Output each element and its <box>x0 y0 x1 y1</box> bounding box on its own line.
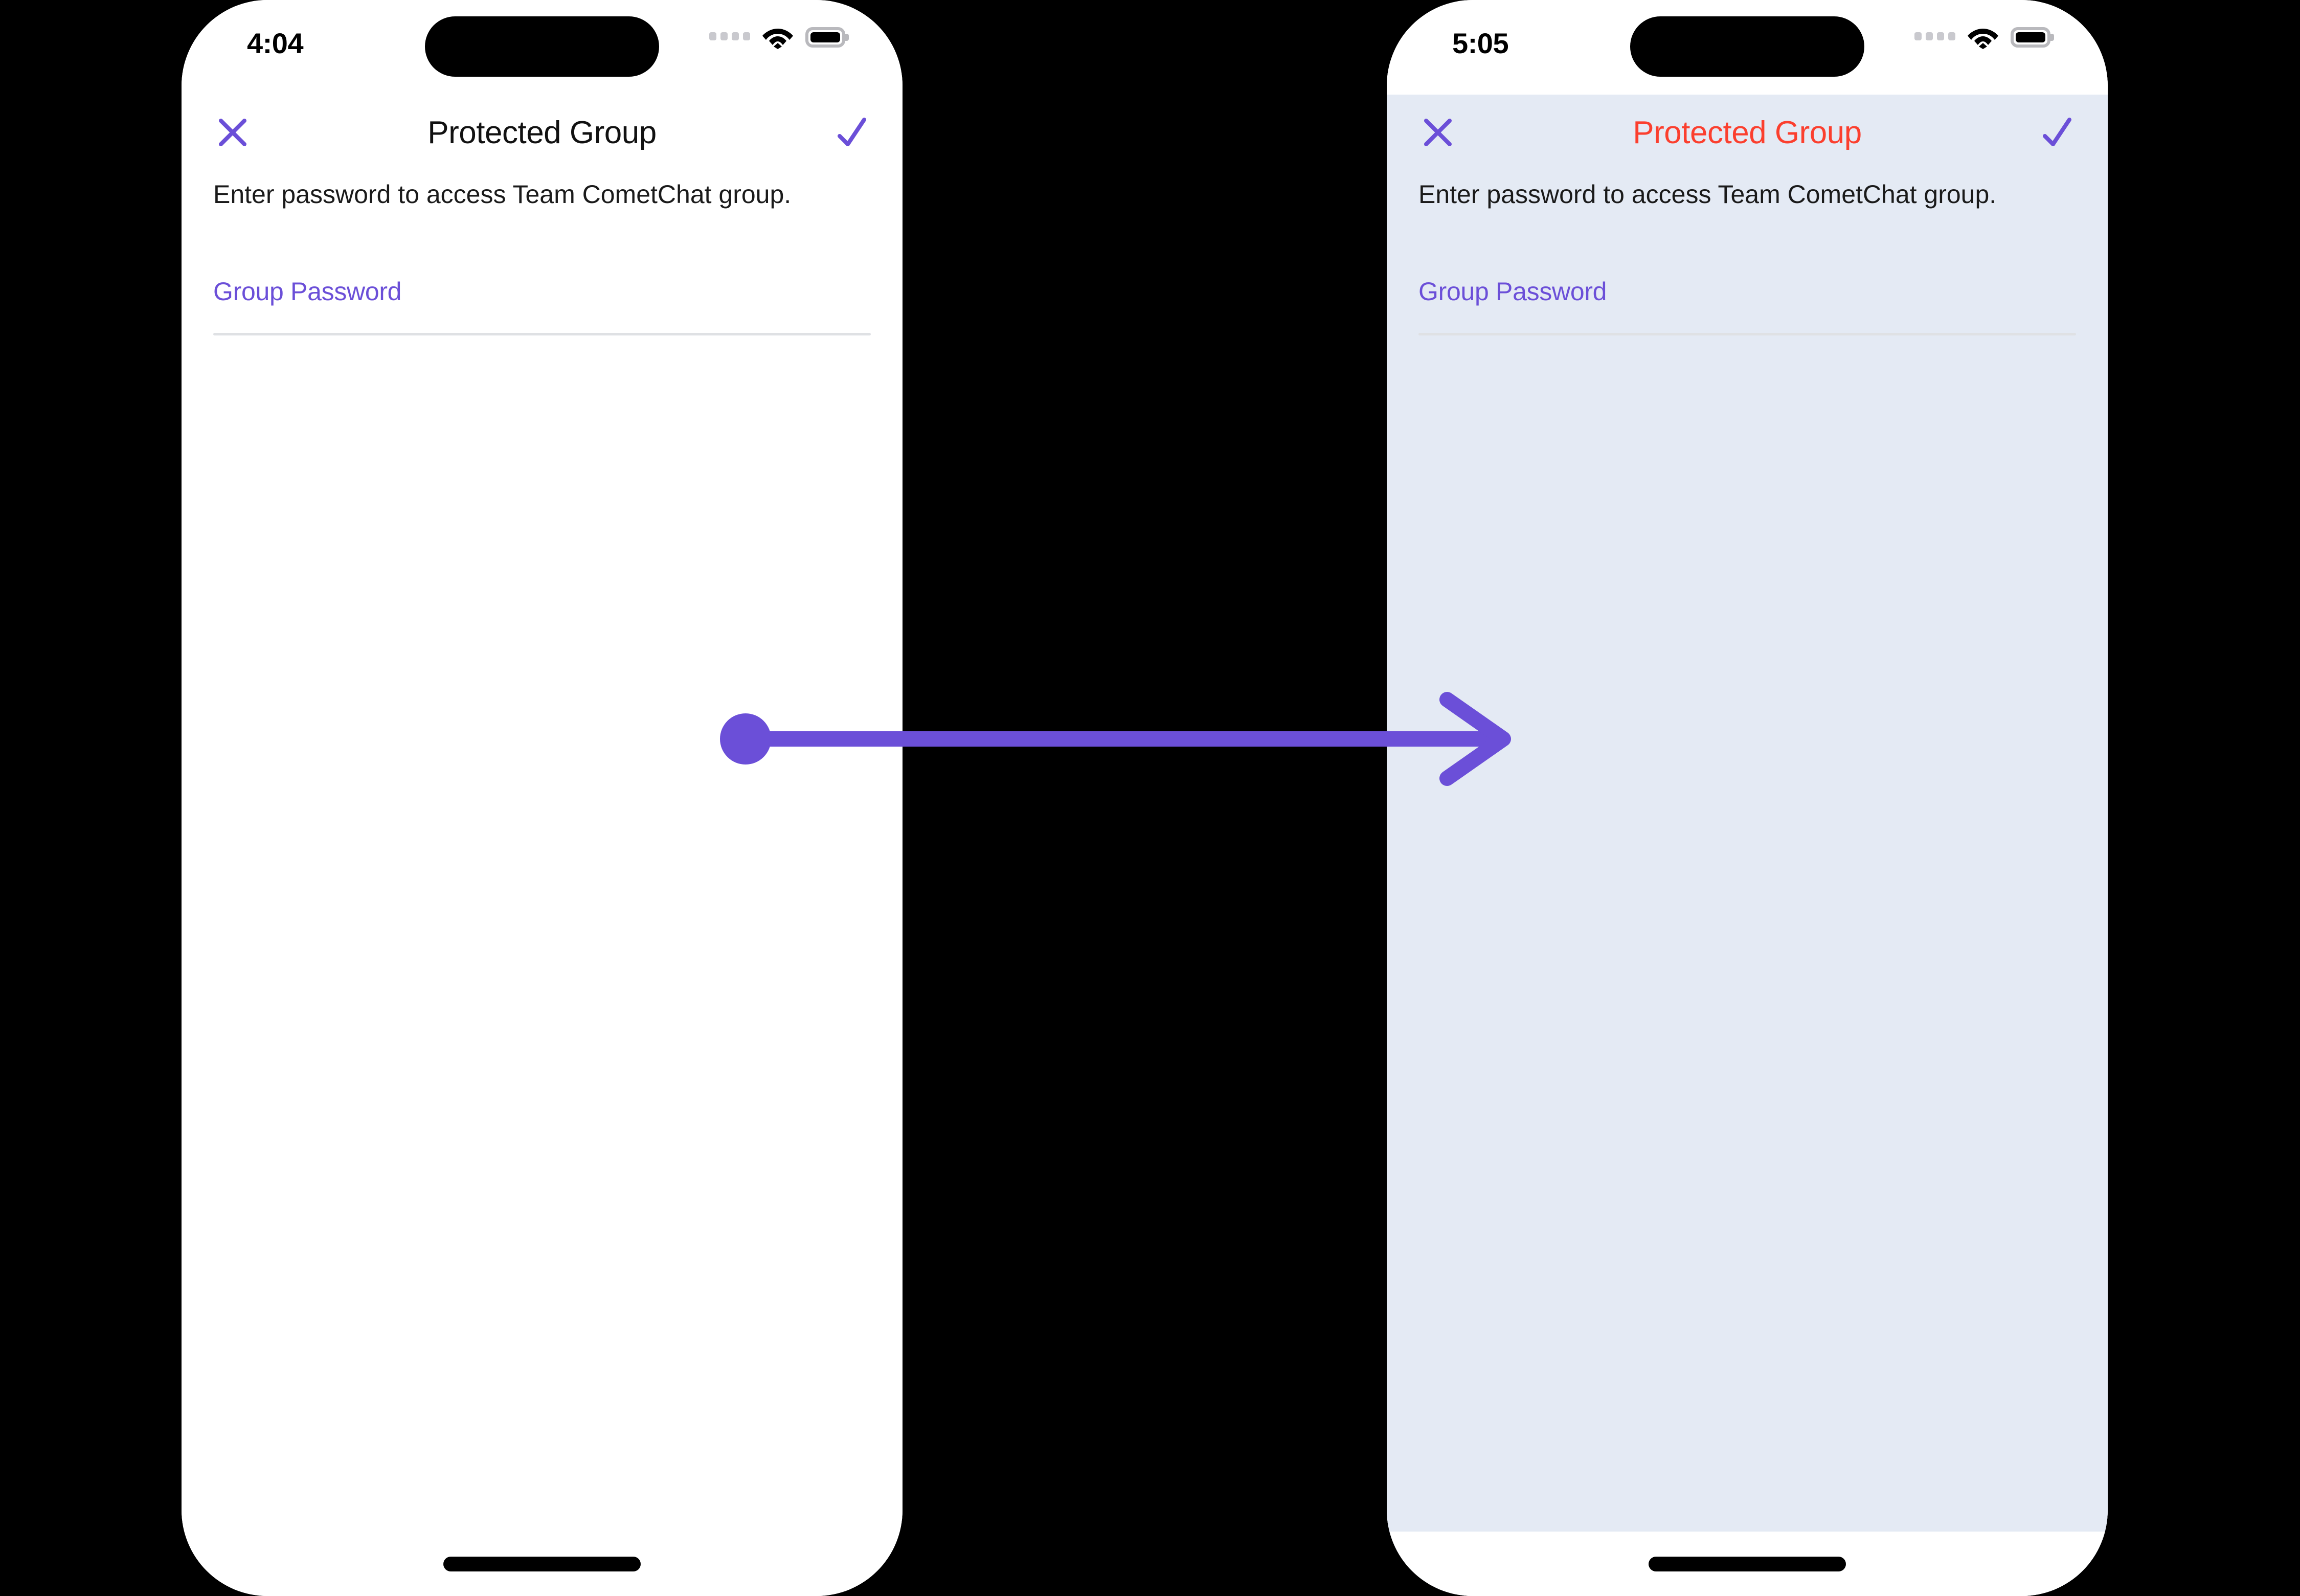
navigation-bar: Protected Group <box>182 95 903 170</box>
status-bar-indicators <box>709 26 845 49</box>
status-bar: 5:05 <box>1387 0 2108 95</box>
page-title: Protected Group <box>427 115 657 150</box>
dynamic-island <box>425 16 659 77</box>
home-indicator[interactable] <box>1649 1557 1846 1571</box>
input-underline <box>1418 333 2076 335</box>
checkmark-icon[interactable] <box>827 108 876 157</box>
instruction-text: Enter password to access Team CometChat … <box>213 180 792 209</box>
status-bar-indicators <box>1914 26 2050 49</box>
wifi-icon <box>762 29 793 49</box>
password-field-group[interactable]: Group Password <box>1387 277 2108 335</box>
battery-full-icon <box>805 27 845 48</box>
content-spacer <box>182 335 903 1596</box>
group-password-input[interactable]: Group Password <box>213 277 402 306</box>
signal-bars-icon <box>1914 32 1955 40</box>
group-password-input[interactable]: Group Password <box>1418 277 1607 306</box>
app-content-before: Protected Group Enter password to access… <box>182 95 903 1596</box>
close-x-icon[interactable] <box>208 108 257 157</box>
app-content-after: Protected Group Enter password to access… <box>1387 95 2108 1596</box>
close-x-icon[interactable] <box>1413 108 1462 157</box>
signal-bars-icon <box>709 32 750 40</box>
input-underline <box>213 333 871 335</box>
screen-after: 5:05 Protected Group <box>1387 0 2108 1596</box>
dynamic-island <box>1630 16 1864 77</box>
status-bar-time: 5:05 <box>1452 27 1509 59</box>
status-bar: 4:04 <box>182 0 903 95</box>
status-bar-time: 4:04 <box>247 27 304 59</box>
phone-mockup-before: 4:04 Protected Group <box>182 0 903 1596</box>
checkmark-icon[interactable] <box>2032 108 2081 157</box>
battery-full-icon <box>2011 27 2050 48</box>
content-spacer <box>1387 335 2108 1532</box>
instruction-text: Enter password to access Team CometChat … <box>1418 180 1997 209</box>
page-title: Protected Group <box>1633 115 1862 150</box>
phone-mockup-after: 5:05 Protected Group <box>1387 0 2108 1596</box>
navigation-bar: Protected Group <box>1387 95 2108 170</box>
screen-before: 4:04 Protected Group <box>182 0 903 1596</box>
home-indicator[interactable] <box>443 1557 641 1571</box>
wifi-icon <box>1968 29 1998 49</box>
password-field-group[interactable]: Group Password <box>182 277 903 335</box>
